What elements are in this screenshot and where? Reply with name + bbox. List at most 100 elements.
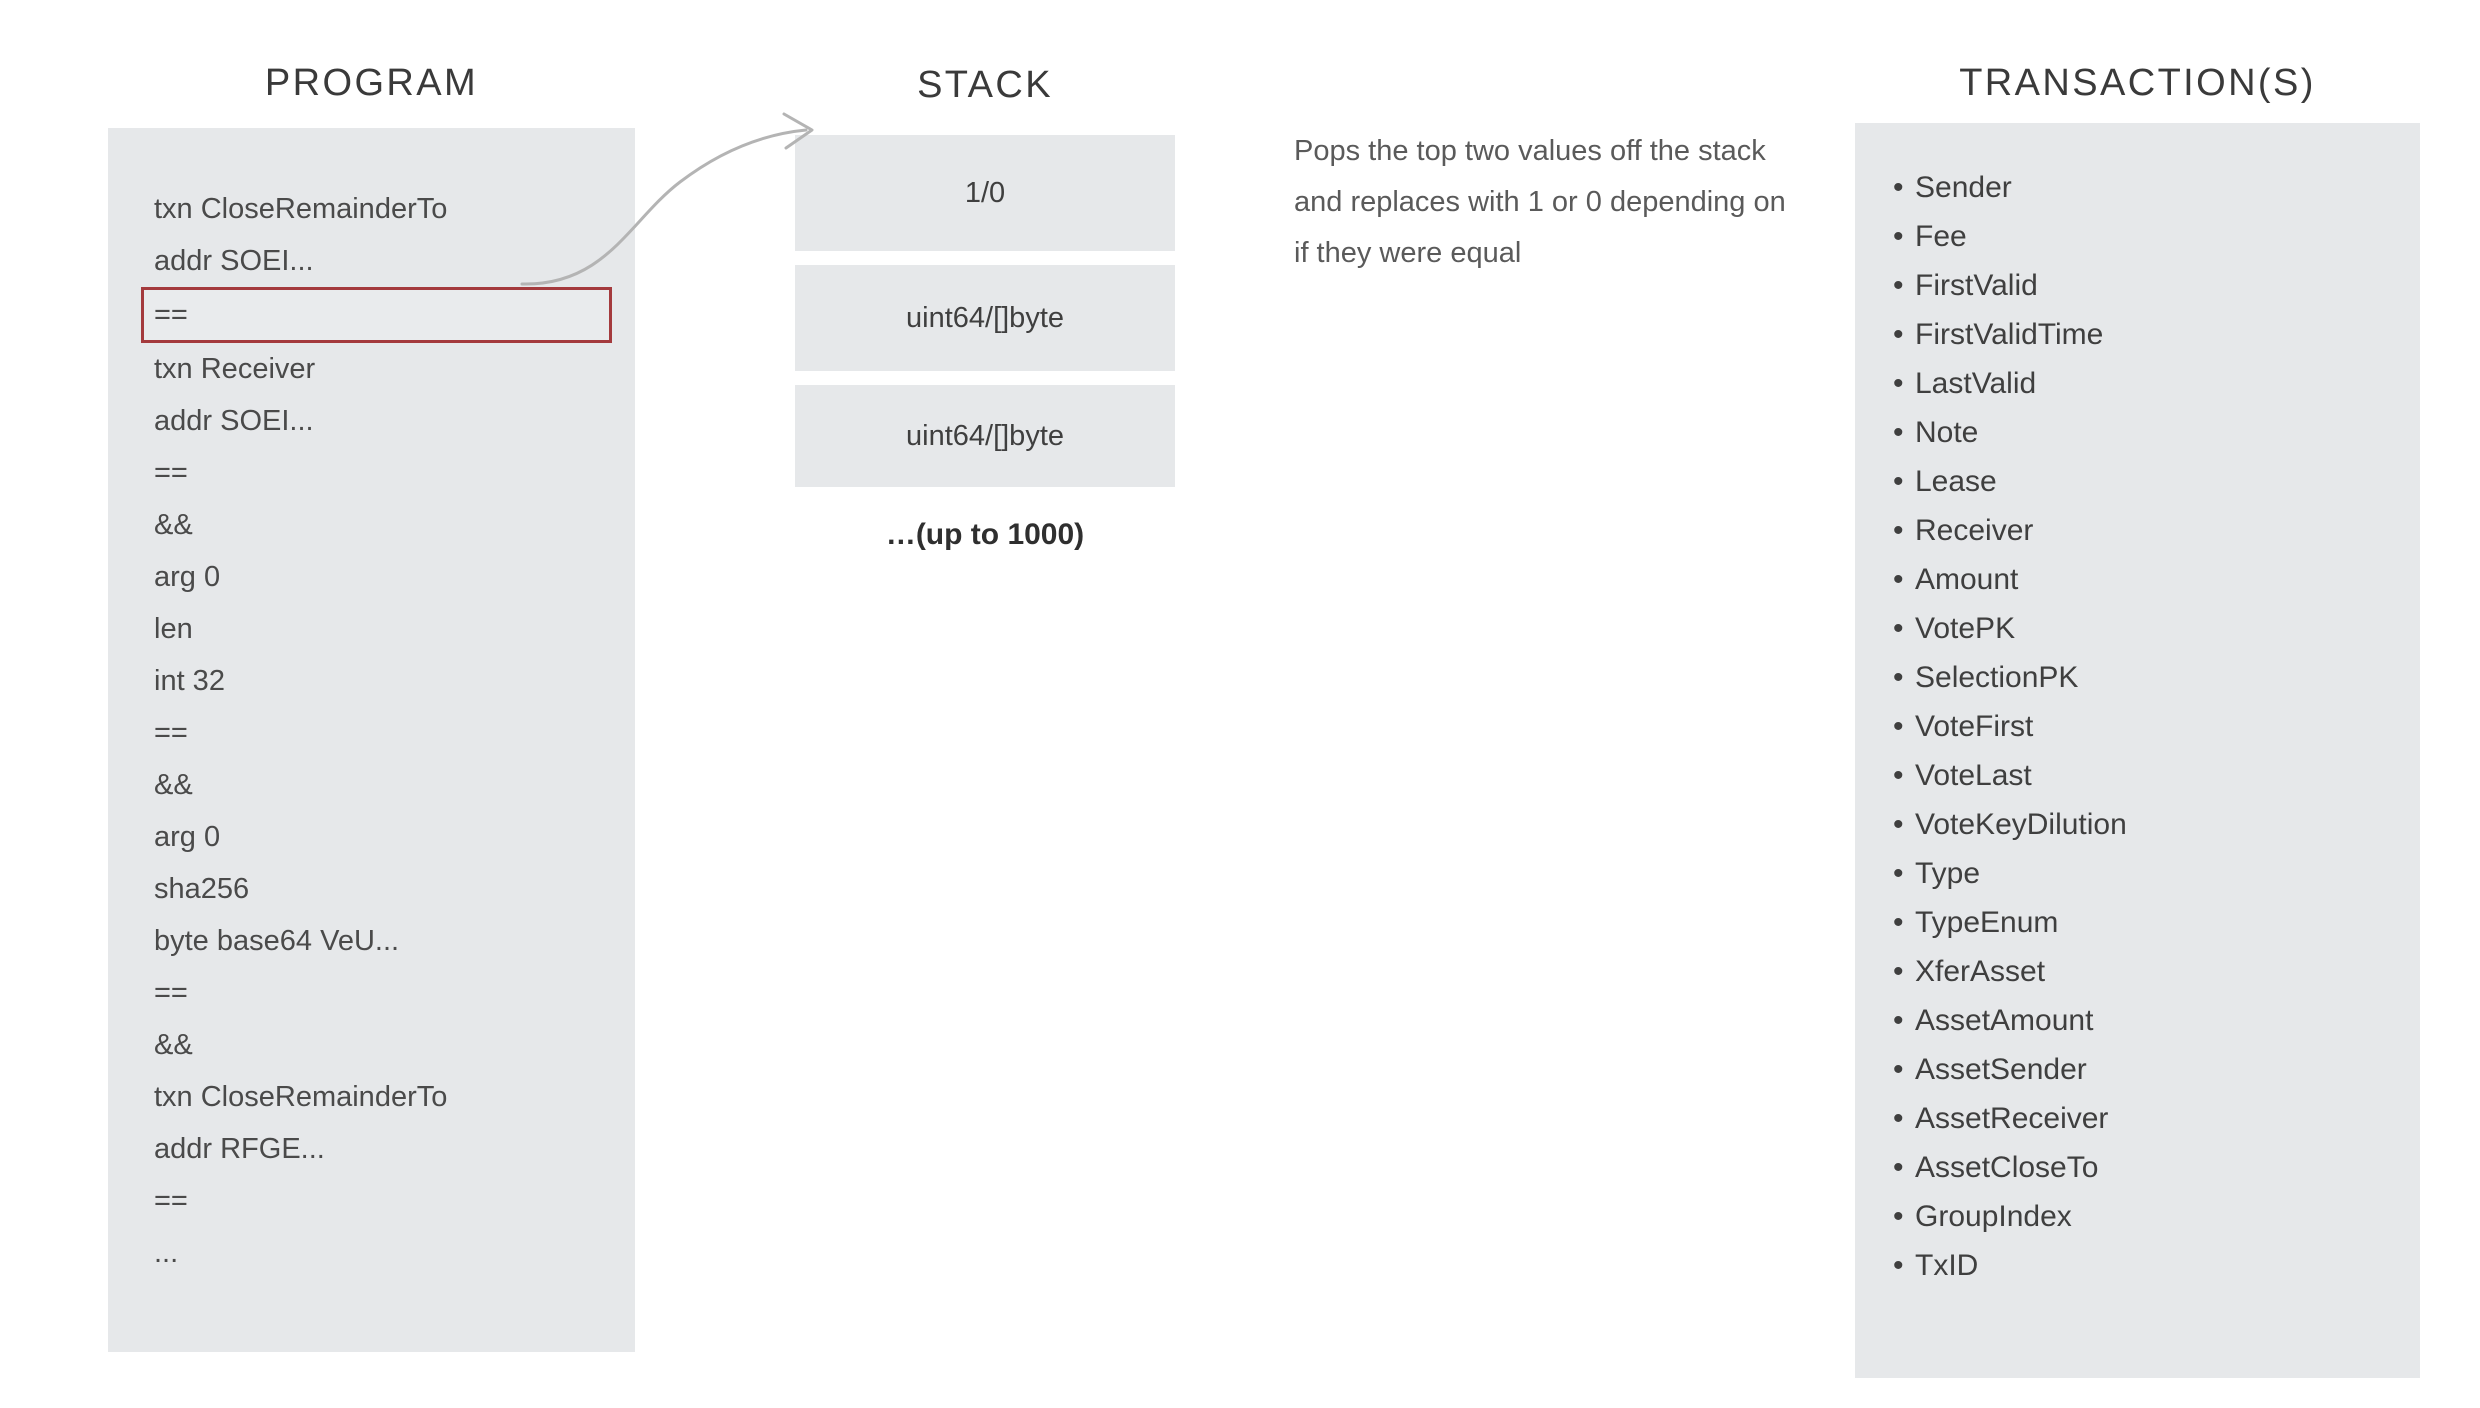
- stack-cell: 1/0: [795, 135, 1175, 251]
- bullet-icon: •: [1893, 465, 1904, 498]
- transaction-field-item: • Sender: [1855, 163, 2420, 212]
- transaction-field-label: Lease: [1915, 465, 1997, 498]
- transaction-field-label: AssetSender: [1915, 1053, 2087, 1086]
- bullet-icon: •: [1893, 1151, 1904, 1184]
- transaction-field-list: •Sender•Fee•FirstValid•FirstValidTime•La…: [1855, 163, 2420, 1290]
- program-instruction-row: ==: [154, 1185, 188, 1217]
- program-instruction-row: arg 0: [154, 821, 221, 853]
- transaction-field-item: •XferAsset: [1855, 947, 2420, 996]
- bullet-icon: •: [1893, 1053, 1904, 1086]
- transaction-field-label: AssetCloseTo: [1915, 1151, 2099, 1184]
- program-instruction-row: ==: [154, 457, 188, 489]
- bullet-icon: •: [1893, 1200, 1904, 1233]
- program-instruction-row: txn CloseRemainderTo: [154, 1081, 448, 1113]
- transaction-field-label: VotePK: [1915, 612, 2016, 645]
- transaction-field-label: XferAsset: [1915, 955, 2046, 988]
- transaction-field-item: • FirstValidTime: [1855, 310, 2420, 359]
- bullet-icon: •: [1893, 661, 1904, 694]
- transaction-field-item: • VoteLast: [1855, 751, 2420, 800]
- transaction-field-item: • VoteFirst: [1855, 702, 2420, 751]
- transaction-field-item: • AssetReceiver: [1855, 1094, 2420, 1143]
- program-column-title: PROGRAM: [264, 62, 479, 104]
- program-instruction-list: txn CloseRemainderTo addr SOEI... == txn Re…: [108, 183, 635, 1279]
- transactions-panel: •Sender•Fee•FirstValid•FirstValidTime•La…: [1855, 123, 2420, 1378]
- transaction-field-label: GroupIndex: [1915, 1200, 2072, 1233]
- transaction-field-label: Receiver: [1915, 514, 2034, 547]
- annotation-note: Pops the top two values off the stack an…: [1294, 135, 1786, 269]
- program-instruction-row: addr SOEI...: [154, 405, 314, 437]
- program-instruction-row: addr RFGE...: [154, 1133, 325, 1165]
- bullet-icon: •: [1893, 612, 1904, 645]
- stack-column-title: STACK: [917, 64, 1053, 106]
- transaction-field-item: • Lease: [1855, 457, 2420, 506]
- bullet-icon: •: [1893, 318, 1904, 351]
- transactions-column-title: TRANSACTION(S): [1959, 62, 2316, 104]
- transaction-field-label: LastValid: [1915, 367, 2037, 400]
- stack-overflow-label: …(up to 1000): [885, 518, 1085, 551]
- transaction-field-item: • AssetCloseTo: [1855, 1143, 2420, 1192]
- transaction-field-item: • VoteKeyDilution: [1855, 800, 2420, 849]
- transaction-field-item: • LastValid: [1855, 359, 2420, 408]
- program-instruction-row: txn Receiver: [154, 353, 316, 385]
- transaction-field-label: VoteFirst: [1915, 710, 2034, 743]
- transaction-field-label: Sender: [1915, 171, 2012, 204]
- stack-cell: uint64/[]byte: [795, 265, 1175, 371]
- bullet-icon: •: [1893, 857, 1904, 890]
- bullet-icon: •: [1893, 710, 1904, 743]
- bullet-icon: •: [1893, 808, 1904, 841]
- transaction-field-label: FirstValidTime: [1915, 318, 2104, 351]
- transaction-field-label: Fee: [1915, 220, 1967, 253]
- transaction-field-label: Note: [1915, 416, 1979, 449]
- program-instruction-row: &&: [154, 1029, 193, 1061]
- bullet-icon: •: [1893, 514, 1904, 547]
- program-instruction-row: &&: [154, 769, 193, 801]
- transaction-field-label: VoteKeyDilution: [1915, 808, 2127, 841]
- transaction-field-label: AssetAmount: [1915, 1004, 2094, 1037]
- program-instruction-row: txn CloseRemainderTo: [154, 193, 448, 225]
- program-instruction-row: byte base64 VeU...: [154, 925, 400, 957]
- transaction-field-item: • SelectionPK: [1855, 653, 2420, 702]
- transaction-field-label: SelectionPK: [1915, 661, 2079, 694]
- bullet-icon: •: [1893, 171, 1904, 204]
- program-instruction-row: sha256: [154, 873, 250, 905]
- bullet-icon: •: [1893, 906, 1904, 939]
- transaction-field-label: TypeEnum: [1915, 906, 2059, 939]
- transaction-field-item: • AssetSender: [1855, 1045, 2420, 1094]
- transaction-field-label: Amount: [1915, 563, 2019, 596]
- transaction-field-item: • AssetAmount: [1855, 996, 2420, 1045]
- transaction-field-item: •Fee: [1855, 212, 2420, 261]
- transaction-field-item: • Type: [1855, 849, 2420, 898]
- transaction-field-label: AssetReceiver: [1915, 1102, 2109, 1135]
- program-instruction-row: ==: [154, 717, 188, 749]
- transaction-field-label: Type: [1915, 857, 1981, 890]
- transaction-field-item: • Receiver: [1855, 506, 2420, 555]
- transaction-field-item: •FirstValid: [1855, 261, 2420, 310]
- bullet-icon: •: [1893, 1004, 1904, 1037]
- program-instruction-row: int 32: [154, 665, 225, 697]
- program-instruction-row-highlighted: ==: [141, 287, 612, 343]
- transaction-field-item: • Note: [1855, 408, 2420, 457]
- program-panel: txn CloseRemainderTo addr SOEI... == txn Re…: [108, 128, 635, 1352]
- transaction-field-label: VoteLast: [1915, 759, 2032, 792]
- stack-cell: uint64/[]byte: [795, 385, 1175, 487]
- transaction-field-label: TxID: [1915, 1249, 1979, 1282]
- bullet-icon: •: [1893, 1102, 1904, 1135]
- bullet-icon: •: [1893, 1249, 1904, 1282]
- transaction-field-item: • GroupIndex: [1855, 1192, 2420, 1241]
- program-instruction-row: ...: [154, 1237, 179, 1269]
- bullet-icon: •: [1893, 563, 1904, 596]
- bullet-icon: •: [1893, 269, 1904, 302]
- bullet-icon: •: [1893, 416, 1904, 449]
- program-instruction-row: addr SOEI...: [154, 245, 314, 277]
- bullet-icon: •: [1893, 367, 1904, 400]
- program-instruction-row: len: [154, 613, 193, 645]
- transaction-field-item: • TypeEnum: [1855, 898, 2420, 947]
- program-instruction-row: arg 0: [154, 561, 221, 593]
- program-instruction-row: &&: [154, 509, 193, 541]
- transaction-field-item: • TxID: [1855, 1241, 2420, 1290]
- transaction-field-item: • Amount: [1855, 555, 2420, 604]
- transaction-field-item: • VotePK: [1855, 604, 2420, 653]
- program-instruction-row: ==: [154, 977, 188, 1009]
- bullet-icon: •: [1893, 759, 1904, 792]
